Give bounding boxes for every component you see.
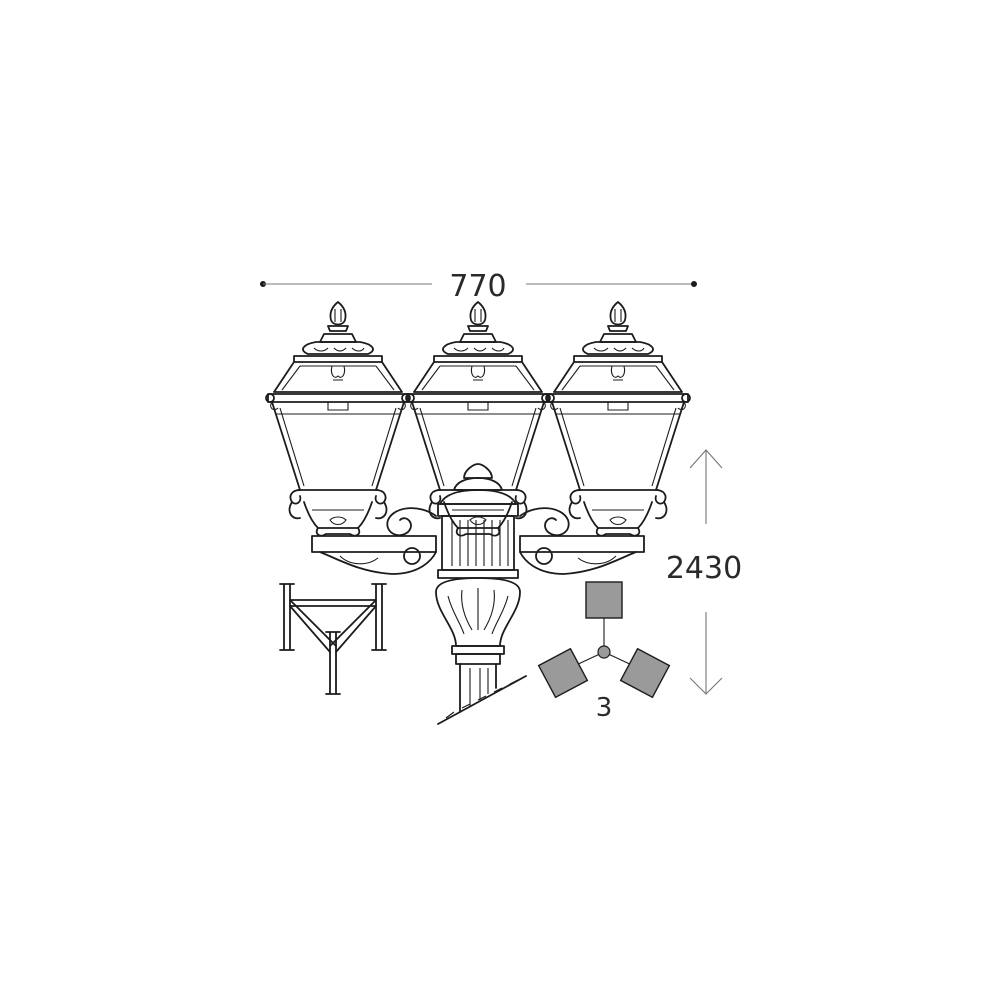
plan-center-hub	[597, 645, 611, 659]
arm-count-label: 3	[596, 693, 613, 723]
lantern-center	[405, 301, 551, 537]
plan-head-right	[619, 647, 671, 699]
post-column	[435, 577, 527, 725]
width-dimension-label: 770	[449, 269, 506, 304]
height-dimension-label: 2430	[666, 551, 742, 586]
height-dimension: 2430	[666, 449, 742, 695]
side-bracket-view	[279, 583, 387, 695]
lantern-right	[545, 301, 691, 537]
lantern-left	[265, 301, 411, 537]
plan-view-three-arms: 3	[537, 581, 671, 723]
central-hub	[437, 463, 519, 579]
plan-head-left	[537, 647, 589, 699]
plan-head-top	[585, 581, 623, 619]
arm-bracket	[311, 507, 645, 575]
width-dimension-end-dot	[691, 281, 697, 287]
